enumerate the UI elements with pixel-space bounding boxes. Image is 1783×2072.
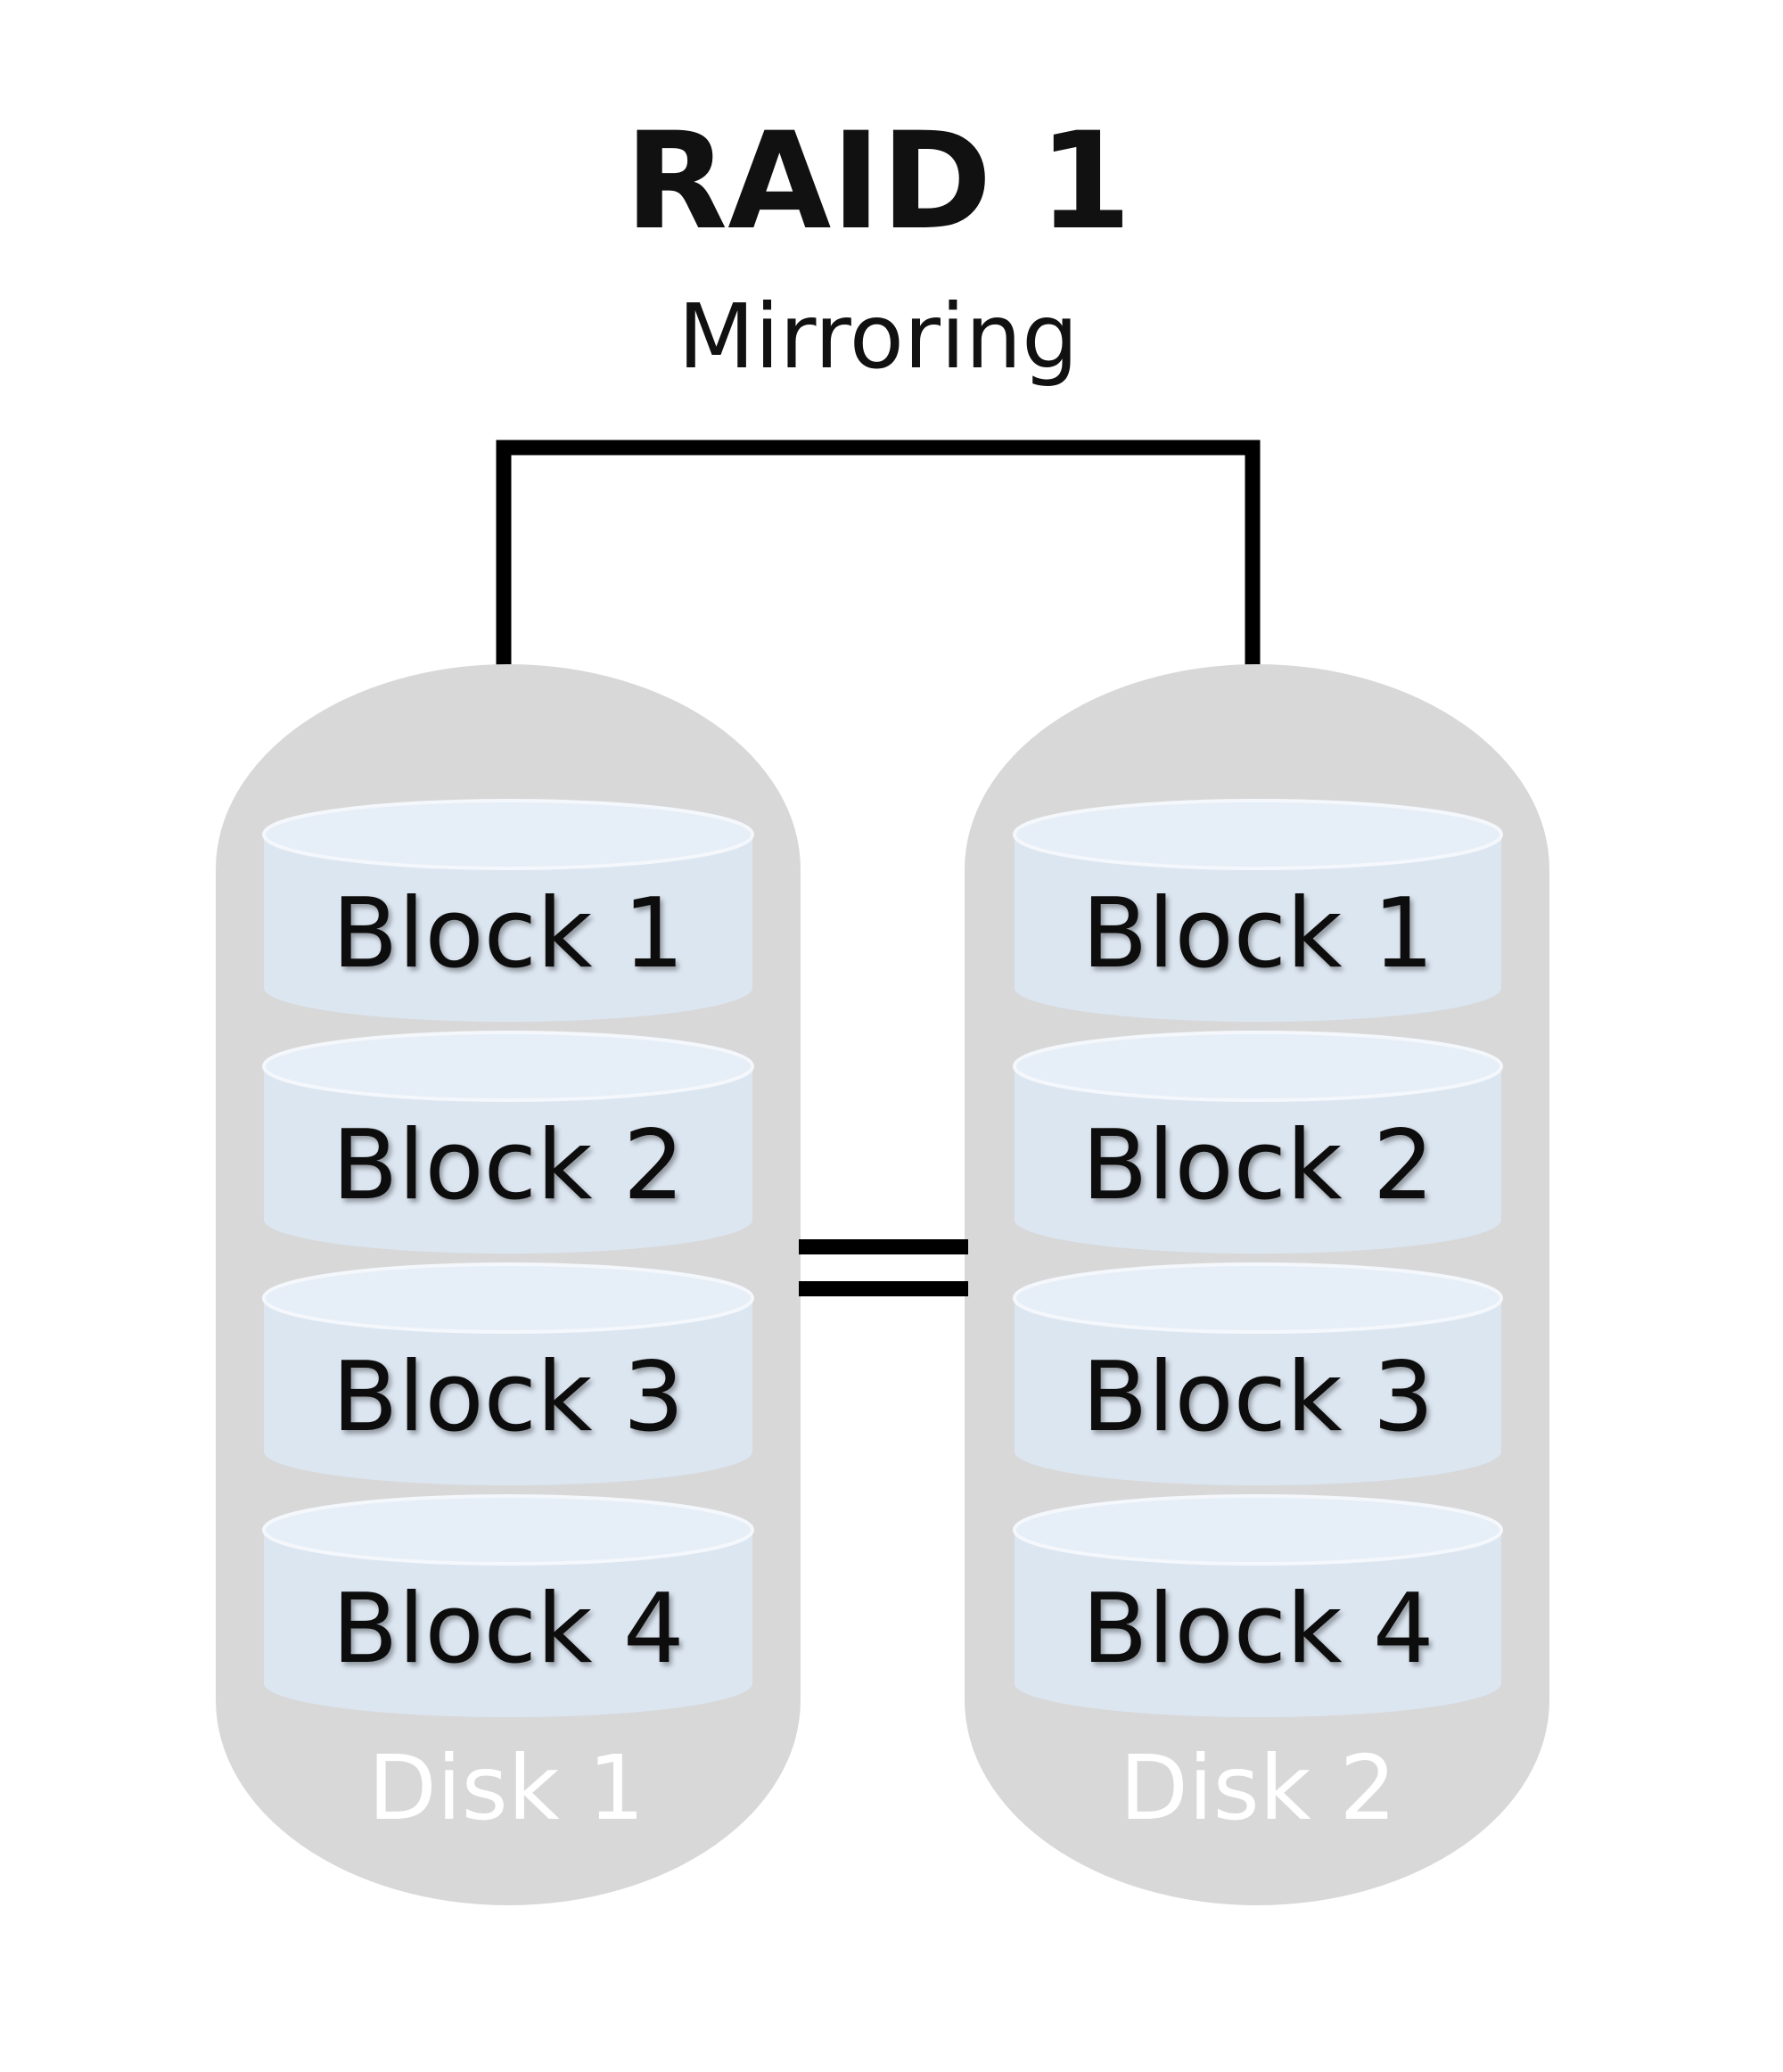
disk-1-block-1-label: Block 1 <box>332 878 684 990</box>
disk-2-block-1-top <box>1013 799 1503 870</box>
mirror-connector-line <box>496 440 1261 667</box>
disk-2-block-3-top <box>1013 1262 1503 1334</box>
equals-icon-bottom-bar <box>799 1281 968 1296</box>
disk-2-block-4-top <box>1013 1494 1503 1566</box>
disk-2-label: Disk 2 <box>1120 1736 1396 1840</box>
disk-1-label: Disk 1 <box>368 1736 645 1840</box>
disk-2-block-4-label: Block 4 <box>1081 1574 1434 1685</box>
disk-1-block-2-body <box>264 1066 752 1254</box>
disk-1-block-3: Block 3 <box>262 1262 754 1485</box>
disk-2-block-2-top <box>1013 1031 1503 1102</box>
disk-2-block-2-label: Block 2 <box>1081 1110 1434 1221</box>
disk-2-block-2: Block 2 <box>1013 1031 1503 1254</box>
disk-2-block-4-body <box>1015 1530 1501 1717</box>
equals-icon <box>799 1239 968 1296</box>
disk-1-block-2-label: Block 2 <box>332 1110 684 1221</box>
equals-icon-top-bar <box>799 1239 968 1254</box>
disk-2-block-4: Block 4 <box>1013 1494 1503 1717</box>
disk-1-block-4: Block 4 <box>262 1494 754 1717</box>
disk-2-block-3-label: Block 3 <box>1081 1342 1434 1453</box>
disk-1-block-4-label: Block 4 <box>332 1574 684 1685</box>
disk-2-block-3-body <box>1015 1298 1501 1485</box>
diagram-title: RAID 1 <box>625 104 1132 259</box>
disk-1-block-3-top <box>262 1262 754 1334</box>
disk-1-block-2: Block 2 <box>262 1031 754 1254</box>
disk-2-block-1-body <box>1015 835 1501 1022</box>
disk-2: Block 1 Block 2 Block 3 Block 4 Disk 2 <box>965 664 1549 1905</box>
diagram-subtitle: Mirroring <box>678 284 1078 389</box>
disk-1: Block 1 Block 2 Block 3 Block 4 Disk 1 <box>216 664 801 1905</box>
disk-1-block-2-top <box>262 1031 754 1102</box>
disk-2-block-1-label: Block 1 <box>1081 878 1434 990</box>
disk-2-block-3: Block 3 <box>1013 1262 1503 1485</box>
disk-1-block-4-body <box>264 1530 752 1717</box>
disk-2-block-1: Block 1 <box>1013 799 1503 1022</box>
disk-1-block-1: Block 1 <box>262 799 754 1022</box>
disk-1-block-1-top <box>262 799 754 870</box>
disk-1-block-3-label: Block 3 <box>332 1342 684 1453</box>
disk-1-block-3-body <box>264 1298 752 1485</box>
disk-1-block-1-body <box>264 835 752 1022</box>
disk-2-block-2-body <box>1015 1066 1501 1254</box>
disk-1-block-4-top <box>262 1494 754 1566</box>
